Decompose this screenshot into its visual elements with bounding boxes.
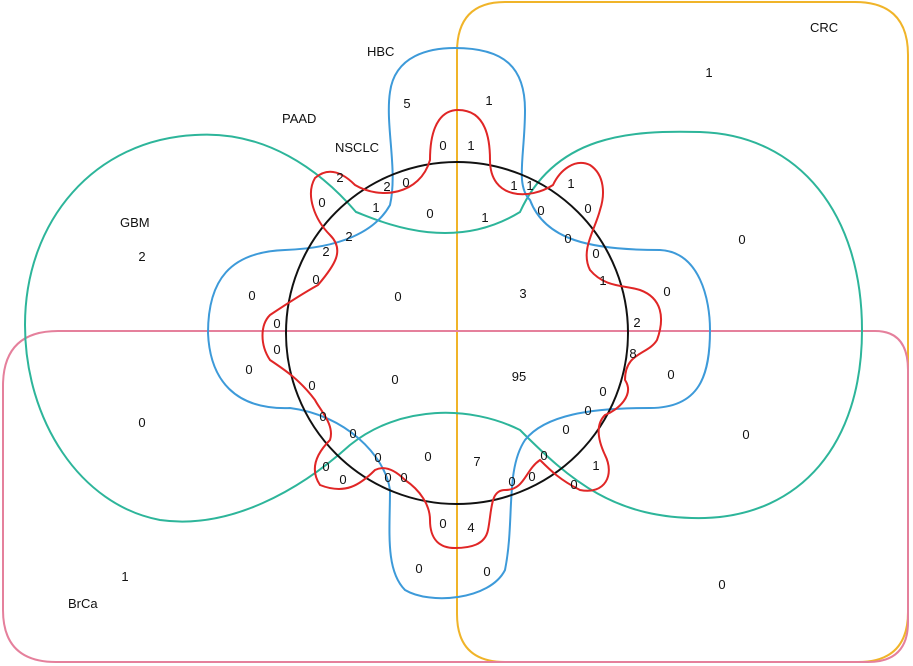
region-count: 3	[519, 286, 526, 301]
region-count: 2	[633, 315, 640, 330]
region-count: 1	[485, 93, 492, 108]
paad-set-outline	[285, 161, 629, 505]
region-count: 0	[318, 195, 325, 210]
region-count: 0	[339, 472, 346, 487]
region-count: 0	[570, 477, 577, 492]
region-count: 0	[599, 384, 606, 399]
hbc-set-outline	[206, 46, 712, 600]
region-count: 2	[345, 229, 352, 244]
region-count: 0	[322, 459, 329, 474]
region-count: 0	[374, 450, 381, 465]
region-count: 0	[537, 203, 544, 218]
region-count: 1	[121, 569, 128, 584]
nsclc-set-outline	[261, 108, 663, 550]
region-count: 0	[592, 246, 599, 261]
region-count: 0	[439, 516, 446, 531]
nsclc-label: NSCLC	[335, 140, 379, 155]
region-count: 8	[629, 346, 636, 361]
region-count: 1	[481, 210, 488, 225]
region-count: 0	[424, 449, 431, 464]
region-count: 1	[526, 178, 533, 193]
region-count: 0	[426, 206, 433, 221]
region-count: 0	[584, 201, 591, 216]
region-count: 4	[467, 520, 474, 535]
region-count: 0	[562, 422, 569, 437]
region-count: 0	[248, 288, 255, 303]
region-count: 0	[402, 175, 409, 190]
region-count: 0	[667, 367, 674, 382]
region-count: 0	[508, 474, 515, 489]
region-count: 2	[383, 179, 390, 194]
region-counts: 1 5 1 0 1 2 2 0 1 1 1 2 0 1 0 0 1 0 0 2 …	[121, 65, 749, 592]
region-count: 1	[510, 178, 517, 193]
region-count: 1	[567, 176, 574, 191]
region-count: 0	[742, 427, 749, 442]
region-count: 1	[705, 65, 712, 80]
brca-label: BrCa	[68, 596, 98, 611]
region-count: 0	[439, 138, 446, 153]
region-count: 2	[138, 249, 145, 264]
region-count: 0	[540, 448, 547, 463]
region-count: 1	[592, 458, 599, 473]
region-count: 2	[336, 170, 343, 185]
gbm-label: GBM	[120, 215, 150, 230]
region-count: 1	[467, 138, 474, 153]
region-count: 0	[273, 316, 280, 331]
region-count: 0	[415, 561, 422, 576]
region-count: 0	[312, 272, 319, 287]
region-count: 0	[400, 470, 407, 485]
region-count: 0	[394, 289, 401, 304]
region-count: 0	[738, 232, 745, 247]
region-count: 1	[372, 200, 379, 215]
region-count: 7	[473, 454, 480, 469]
region-count: 0	[138, 415, 145, 430]
paad-label: PAAD	[282, 111, 316, 126]
hbc-label: HBC	[367, 44, 394, 59]
gbm-set-outline	[23, 130, 864, 523]
region-count: 95	[512, 369, 526, 384]
region-count: 2	[322, 244, 329, 259]
region-count: 0	[718, 577, 725, 592]
crc-label: CRC	[810, 20, 838, 35]
region-count: 0	[663, 284, 670, 299]
region-count: 0	[245, 362, 252, 377]
region-count: 0	[483, 564, 490, 579]
region-count: 0	[308, 378, 315, 393]
region-count: 0	[391, 372, 398, 387]
region-count: 0	[584, 403, 591, 418]
brca-set-outline	[1, 330, 909, 663]
region-count: 1	[599, 273, 606, 288]
region-count: 0	[319, 409, 326, 424]
region-count: 0	[384, 470, 391, 485]
region-count: 0	[528, 469, 535, 484]
region-count: 0	[349, 426, 356, 441]
region-count: 0	[564, 231, 571, 246]
region-count: 5	[403, 96, 410, 111]
region-count: 0	[273, 342, 280, 357]
